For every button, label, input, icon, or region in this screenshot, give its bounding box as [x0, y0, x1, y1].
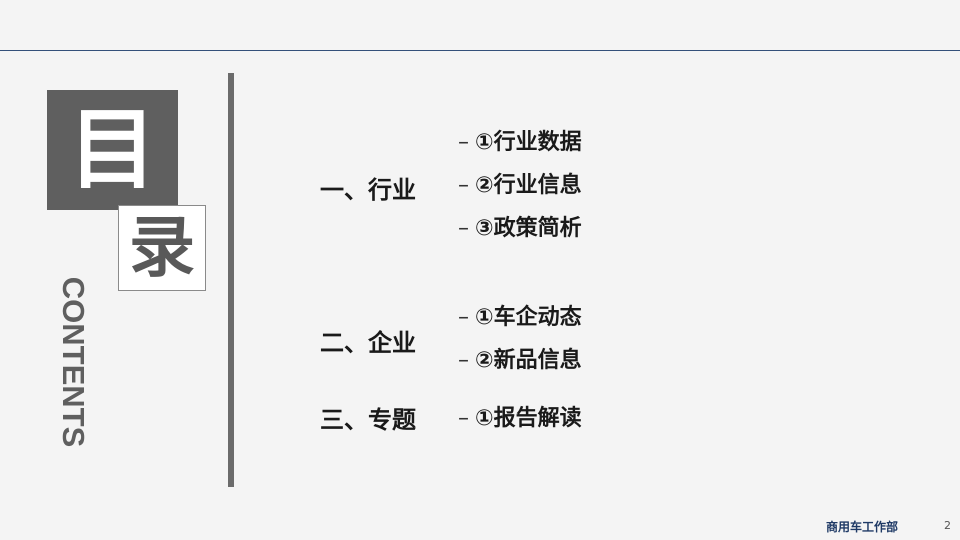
item-policy-analysis: –③政策简析 — [458, 215, 582, 243]
contents-label: CONTENTS — [56, 276, 91, 448]
title-char-mu: 目 — [47, 90, 178, 210]
dash-mark: – — [458, 173, 469, 198]
item-report-interpretation: –①报告解读 — [458, 405, 582, 433]
page-number: 2 — [944, 519, 951, 532]
header-divider-line — [0, 50, 960, 51]
item-label: ③政策简析 — [475, 216, 582, 241]
section-title-enterprise: 二、企业 — [320, 329, 416, 357]
dash-mark: – — [458, 406, 469, 431]
item-label: ①车企动态 — [475, 305, 582, 330]
item-new-product-info: –②新品信息 — [458, 347, 582, 375]
item-label: ①行业数据 — [475, 130, 582, 155]
item-label: ②行业信息 — [475, 173, 582, 198]
item-label: ①报告解读 — [475, 406, 582, 431]
item-automaker-news: –①车企动态 — [458, 304, 582, 332]
dash-mark: – — [458, 305, 469, 330]
section-title-industry: 一、行业 — [320, 176, 416, 204]
dash-mark: – — [458, 348, 469, 373]
vertical-divider-bar — [228, 73, 234, 487]
dash-mark: – — [458, 130, 469, 155]
title-char-lu: 录 — [118, 205, 206, 291]
dash-mark: – — [458, 216, 469, 241]
item-industry-data: –①行业数据 — [458, 129, 582, 157]
item-label: ②新品信息 — [475, 348, 582, 373]
section-title-special: 三、专题 — [320, 406, 416, 434]
footer-department: 商用车工作部 — [826, 520, 899, 534]
item-industry-info: –②行业信息 — [458, 172, 582, 200]
